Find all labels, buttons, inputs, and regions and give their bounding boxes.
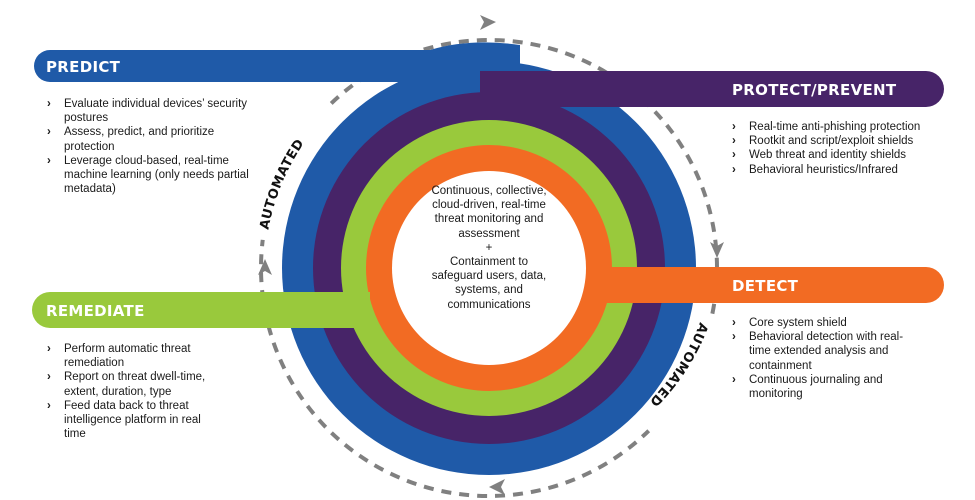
arrowhead-icon-right xyxy=(710,242,724,258)
center-plus: + xyxy=(485,241,493,254)
list-item: Assess, predict, and prioritize protecti… xyxy=(44,125,259,153)
center-line: communications xyxy=(447,298,531,311)
detect-label: DETECT xyxy=(732,277,799,295)
list-item: Evaluate individual devices’ security po… xyxy=(44,97,259,125)
center-line: cloud-driven, real-time xyxy=(432,199,546,212)
list-item: Perform automatic threat remediation xyxy=(44,342,224,370)
center-line: Continuous, collective, xyxy=(431,185,547,197)
arrowhead-icon-left xyxy=(258,259,272,275)
predict-list: Evaluate individual devices’ security po… xyxy=(44,97,259,196)
center-description: Continuous, collective, cloud-driven, re… xyxy=(400,184,578,312)
list-item: Real-time anti-phishing protection xyxy=(729,120,929,134)
arrowhead-icon-bottom xyxy=(489,479,505,495)
list-item: Behavioral detection with real-time exte… xyxy=(729,330,909,373)
center-line: Containment to xyxy=(450,256,528,269)
remediate-list: Perform automatic threat remediation Rep… xyxy=(44,342,224,441)
list-item: Rootkit and script/exploit shields xyxy=(729,134,929,148)
detect-list: Core system shield Behavioral detection … xyxy=(729,316,909,401)
band-protect xyxy=(480,71,944,107)
list-item: Behavioral heuristics/Infrared xyxy=(729,163,929,177)
remediate-label: REMEDIATE xyxy=(46,302,145,320)
list-item: Continuous journaling and monitoring xyxy=(729,373,909,401)
band-predict xyxy=(34,42,520,82)
predict-label: PREDICT xyxy=(46,58,121,76)
center-line: systems, and xyxy=(455,284,523,297)
center-line: threat monitoring and xyxy=(434,213,544,226)
list-item: Web threat and identity shields xyxy=(729,148,929,162)
center-line: safeguard users, data, xyxy=(431,270,547,283)
protect-label: PROTECT/PREVENT xyxy=(732,81,897,99)
band-remediate xyxy=(32,292,370,328)
ring-center xyxy=(392,171,586,365)
list-item: Report on threat dwell-time, extent, dur… xyxy=(44,370,224,398)
protect-list: Real-time anti-phishing protection Rootk… xyxy=(729,120,929,177)
band-detect xyxy=(602,267,944,303)
list-item: Feed data back to threat intelligence pl… xyxy=(44,399,224,442)
arrowhead-icon-top xyxy=(480,15,496,30)
list-item: Core system shield xyxy=(729,316,909,330)
list-item: Leverage cloud-based, real-time machine … xyxy=(44,154,259,197)
center-line: assessment xyxy=(458,227,520,240)
